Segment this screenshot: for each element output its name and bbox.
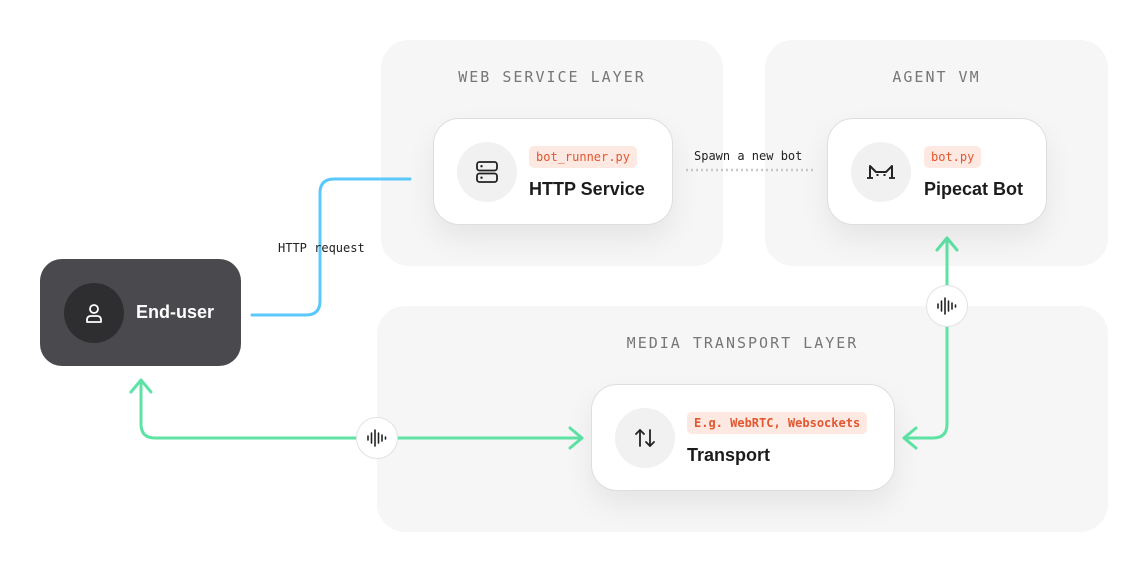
http-request-label: HTTP request (278, 241, 365, 255)
audio-wave-icon (937, 297, 957, 315)
transport-title: Transport (687, 445, 771, 465)
end-user-title: End-user (136, 302, 215, 322)
web-service-layer-title: WEB SERVICE LAYER (458, 68, 646, 86)
transport-tag: E.g. WebRTC, Websockets (687, 412, 868, 434)
server-icon (476, 161, 498, 183)
media-transport-layer-title: MEDIA TRANSPORT LAYER (626, 334, 859, 352)
http-service-icon-circle (457, 142, 517, 202)
spawn-bot-label: Spawn a new bot (694, 149, 803, 163)
arrowhead-up-bot (935, 236, 959, 252)
audio-edge-transport-bot (904, 238, 949, 440)
bot-py-tag: bot.py (924, 146, 982, 168)
user-icon (86, 304, 102, 323)
pipecat-bot-icon-circle (851, 142, 911, 202)
arrowhead-left-transport (902, 426, 918, 450)
audio-wave-badge-bottom (356, 417, 398, 459)
arrowhead-up-enduser (129, 378, 153, 394)
pipecat-bot-title: Pipecat Bot (924, 179, 1024, 199)
http-service-title: HTTP Service (529, 179, 645, 199)
end-user-node[interactable]: End-user (40, 259, 241, 366)
audio-wave-badge-right (926, 285, 968, 327)
bot-runner-tag: bot_runner.py (529, 146, 637, 168)
pipecat-cat-icon (867, 165, 895, 179)
end-user-avatar (64, 283, 124, 343)
transport-icon-circle (615, 408, 675, 468)
http-request-edge (250, 177, 412, 317)
transport-card[interactable]: E.g. WebRTC, Websockets Transport (591, 384, 895, 491)
media-transport-layer-panel: MEDIA TRANSPORT LAYER (377, 306, 1108, 532)
pipecat-bot-card[interactable]: bot.py Pipecat Bot (827, 118, 1047, 225)
agent-vm-title: AGENT VM (892, 68, 981, 86)
http-service-card[interactable]: bot_runner.py HTTP Service (433, 118, 673, 225)
audio-edge-enduser-transport (139, 380, 582, 440)
audio-wave-icon (367, 429, 387, 447)
arrows-up-down-icon (635, 429, 655, 447)
arrowhead-right-transport (568, 426, 584, 450)
